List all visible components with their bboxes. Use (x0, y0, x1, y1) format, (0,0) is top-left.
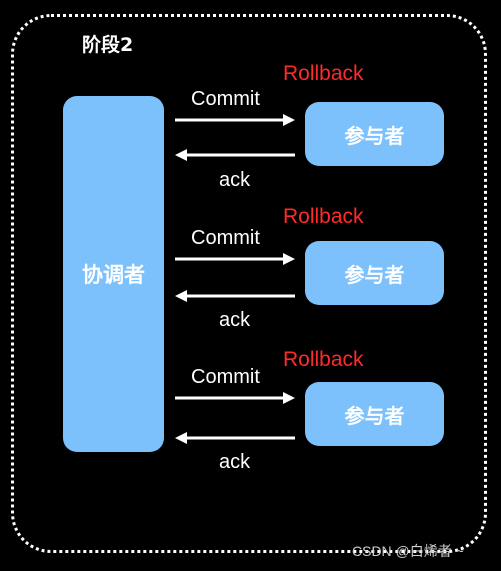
commit-label-2: Commit (191, 227, 260, 249)
ack-label-1: ack (219, 169, 251, 191)
rollback-label-1: Rollback (283, 62, 364, 85)
participant-box-2: 参与者 (305, 241, 444, 305)
coordinator-label: 协调者 (82, 263, 145, 287)
participant-label-1: 参与者 (344, 123, 405, 148)
participant-label-3: 参与者 (344, 403, 405, 428)
commit-label-1: Commit (191, 88, 260, 110)
coordinator-box: 协调者 (63, 96, 164, 452)
commit-arrow-3 (175, 392, 295, 404)
ack-arrow-2 (175, 290, 295, 302)
ack-arrow-1 (175, 149, 295, 161)
watermark: CSDN @白烯者 ~ (352, 543, 464, 559)
ack-label-3: ack (219, 451, 251, 473)
phase-frame (11, 14, 487, 553)
rollback-label-2: Rollback (283, 205, 364, 228)
commit-label-3: Commit (191, 366, 260, 388)
ack-arrow-3 (175, 432, 295, 444)
commit-arrow-1 (175, 114, 295, 126)
participant-label-2: 参与者 (344, 262, 405, 287)
commit-arrow-2 (175, 253, 295, 265)
ack-label-2: ack (219, 309, 251, 331)
participant-box-3: 参与者 (305, 382, 444, 446)
phase-title: 阶段2 (82, 34, 134, 56)
rollback-label-3: Rollback (283, 348, 364, 371)
participant-box-1: 参与者 (305, 102, 444, 166)
